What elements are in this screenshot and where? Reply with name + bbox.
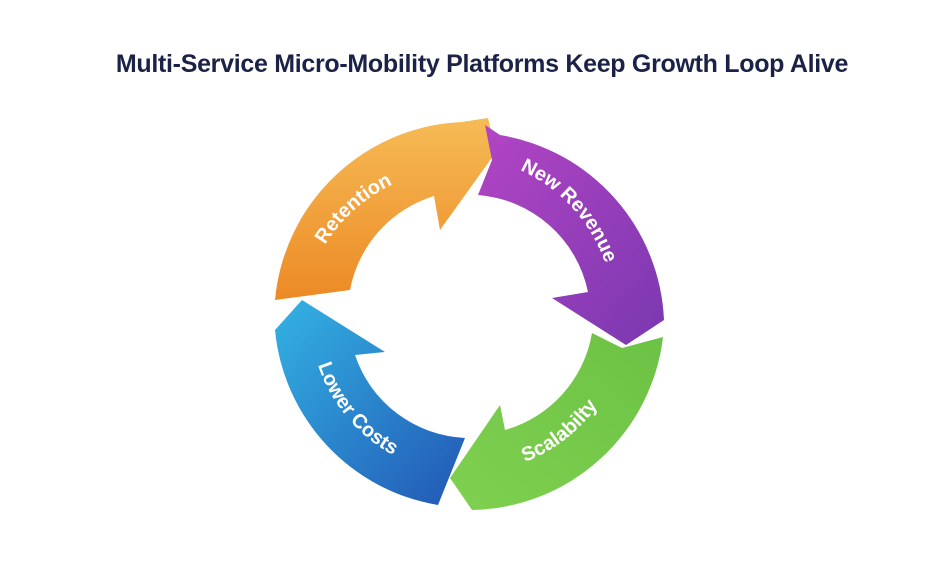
arrow-lower-costs: [275, 300, 465, 505]
segment-retention: Retention: [275, 118, 496, 300]
segment-lower-costs: Lower Costs: [275, 300, 465, 505]
arrow-scalability: [450, 333, 663, 510]
arrow-new-revenue: [478, 125, 664, 345]
arrow-retention: [275, 118, 496, 300]
segment-scalability: Scalabilty: [450, 333, 663, 510]
segment-new-revenue: New Revenue: [478, 125, 664, 345]
diagram-title: Multi-Service Micro-Mobility Platforms K…: [115, 50, 849, 78]
